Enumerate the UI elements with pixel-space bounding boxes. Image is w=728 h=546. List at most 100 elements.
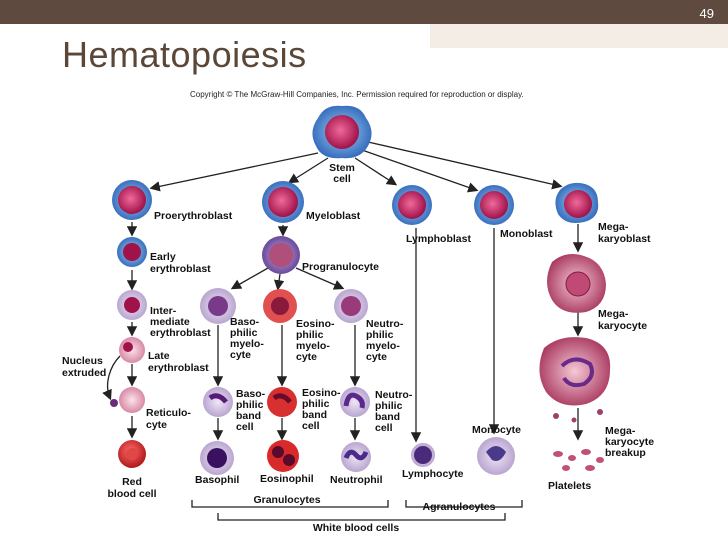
platelets-graphic [553,449,604,471]
label-basophilic-band-line: Baso- [236,388,266,400]
arrow-stem-to-myeloblast [287,157,329,184]
arrow-stem-to-megakaryoblast [367,141,563,190]
label-basophilic-myelocyte-line: philic [230,327,258,339]
label-eosinophil: Eosinophil [260,473,314,485]
label-myeloblast: Myeloblast [306,210,361,222]
eosinophilic-band-graphic [267,387,297,417]
proerythroblast-graphic [112,180,152,220]
neutrophilic-band-graphic [340,387,370,417]
basophil-graphic [200,441,234,475]
intermediate-erythroblast-graphic [117,290,147,320]
label-neutrophilic-band-line: band [375,411,400,423]
megakaryocyte-large-graphic [539,337,611,406]
label-basophilic-band-line: band [236,410,261,422]
eosinophil-graphic [267,440,299,472]
label-monocyte-line: Monocyte [472,424,521,436]
label-megakaryoblast-line: karyoblast [598,233,651,245]
top-bar [0,0,728,24]
label-lymphoblast: Lymphoblast [406,233,471,245]
reticulocyte-graphic [119,387,145,413]
label-early-erythroblast-line: Early [150,251,176,263]
label-basophilic-myelocyte-line: Baso- [230,316,260,328]
label-red-blood-cell-line: Red [122,476,142,488]
late-erythroblast-graphic [119,337,145,363]
progranulocyte-graphic [262,236,300,274]
label-neutrophil: Neutrophil [330,474,383,486]
label-early-erythroblast-line: erythroblast [150,263,211,275]
label-eosinophilic-myelocyte-line: philic [296,329,324,341]
label-late-erythroblast-line: erythroblast [148,362,209,374]
eosinophilic-myelocyte-graphic [263,289,297,323]
basophilic-band-graphic [203,387,233,417]
label-reticulocyte-line: cyte [146,419,167,431]
label-basophilic-band-line: cell [236,421,254,433]
label-neutrophil-line: Neutrophil [330,474,383,486]
label-progranulocyte-line: Progranulocyte [302,261,379,273]
label-eosinophilic-myelocyte-line: Eosino- [296,318,335,330]
title-band [430,24,728,48]
label-eosinophilic-myelocyte-line: cyte [296,351,317,363]
label-platelets-line: Platelets [548,480,591,492]
label-megakaryocyte-breakup-line: Mega- [605,425,636,437]
label-neutrophilic-myelocyte-line: philic [366,329,394,341]
label-neutrophilic-band-line: cell [375,422,393,434]
label-white-blood-cells-line: White blood cells [313,522,399,534]
label-granulocytes: Granulocytes [253,494,320,506]
label-eosinophilic-band-line: philic [302,398,330,410]
label-basophil-line: Basophil [195,474,239,486]
label-intermediate-erythroblast-line: Inter- [150,305,177,317]
label-eosinophilic-myelocyte-line: myelo- [296,340,330,352]
label-progranulocyte: Progranulocyte [302,261,379,273]
monoblast-graphic [474,185,514,225]
label-platelets: Platelets [548,480,591,492]
arrow-stem-to-lymphoblast [354,157,398,186]
early-erythroblast-graphic [117,237,147,267]
label-neutrophilic-band-line: philic [375,400,403,412]
white-blood-cells-bracket [217,513,506,521]
monocyte-graphic [477,437,515,475]
label-proerythroblast: Proerythroblast [154,210,233,222]
label-megakaryocyte-breakup-line: breakup [605,447,646,459]
label-neutrophilic-myelocyte-line: cyte [366,351,387,363]
label-megakaryoblast: Mega-karyoblast [598,221,651,245]
label-nucleus-extruded-line: Nucleus [62,355,103,367]
label-neutrophilic-band-line: Neutro- [375,389,413,401]
label-basophilic-band-line: philic [236,399,264,411]
label-eosinophilic-band-line: Eosino- [302,387,341,399]
label-reticulocyte: Reticulo-cyte [146,407,191,431]
label-late-erythroblast-line: Late [148,350,170,362]
agranulocytes-bracket [405,500,523,508]
basophilic-myelocyte-graphic [200,288,236,324]
label-proerythroblast-line: Proerythroblast [154,210,233,222]
label-stem-cell-line: Stem [329,162,355,174]
label-monocyte: Monocyte [472,424,521,436]
copyright-notice: Copyright © The McGraw-Hill Companies, I… [190,90,524,99]
label-megakaryoblast-line: Mega- [598,221,629,233]
label-lymphocyte: Lymphocyte [402,468,464,480]
label-eosinophilic-band-line: band [302,409,327,421]
label-eosinophilic-band-line: cell [302,420,320,432]
label-megakaryocyte-line: karyocyte [598,320,647,332]
label-eosinophil-line: Eosinophil [260,473,314,485]
label-monoblast: Monoblast [500,228,553,240]
label-monoblast-line: Monoblast [500,228,553,240]
label-lymphocyte-line: Lymphocyte [402,468,464,480]
label-nucleus-extruded-line: extruded [62,367,106,379]
label-intermediate-erythroblast-line: erythroblast [150,327,211,339]
label-reticulocyte-line: Reticulo- [146,407,191,419]
label-megakaryocyte-breakup-line: karyocyte [605,436,654,448]
arrows [102,141,584,521]
label-lymphoblast-line: Lymphoblast [406,233,471,245]
label-basophilic-myelocyte-line: cyte [230,349,251,361]
